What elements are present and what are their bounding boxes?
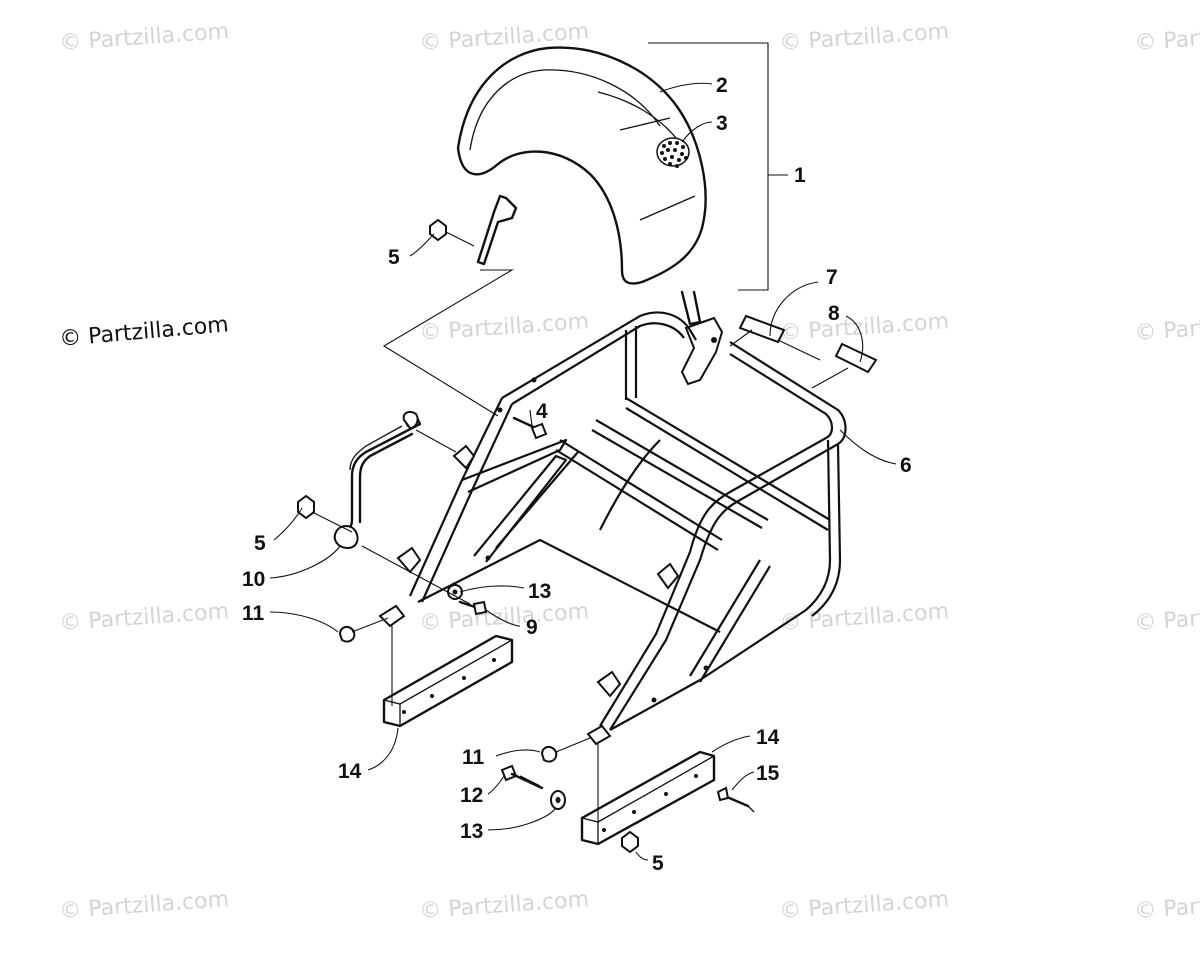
cap-screw-9 bbox=[458, 600, 488, 616]
leader-13b bbox=[487, 807, 557, 831]
lock-nut-top bbox=[429, 218, 475, 247]
leader-8 bbox=[845, 315, 864, 363]
watermark: © Partzilla.com bbox=[779, 599, 950, 636]
leader-5b bbox=[273, 507, 303, 541]
alignment-line-handle-top bbox=[415, 429, 457, 453]
watermark: © Partzilla.com bbox=[419, 887, 590, 924]
alignment-line-plug-left bbox=[351, 617, 389, 633]
watermark: © Partzilla.com bbox=[419, 309, 590, 346]
leader-5a bbox=[409, 233, 435, 257]
watermark: © Partzilla.com bbox=[1134, 19, 1200, 56]
watermark-prominent: © Partzilla.com bbox=[58, 312, 229, 352]
decal-strip-8 bbox=[834, 342, 878, 374]
callout-13-lower: 13 bbox=[460, 820, 483, 843]
grab-handle bbox=[333, 411, 422, 550]
cap-screw-4 bbox=[512, 416, 548, 440]
assembly-bracket bbox=[648, 42, 769, 291]
watermark: © Partzilla.com bbox=[1134, 599, 1200, 636]
callout-15: 15 bbox=[756, 762, 780, 785]
rack-frame bbox=[378, 311, 847, 746]
leader-14a bbox=[367, 727, 399, 771]
watermark: © Partzilla.com bbox=[1134, 309, 1200, 346]
callout-6: 6 bbox=[900, 454, 912, 477]
leader-13a bbox=[459, 585, 525, 593]
leader-9 bbox=[485, 609, 521, 627]
callouts: 1 2 3 4 5 5 5 6 7 8 9 10 11 11 12 13 13 … bbox=[242, 74, 912, 875]
lock-nut-bottom bbox=[621, 830, 639, 854]
leader-11b bbox=[495, 749, 541, 757]
washer-13-upper bbox=[447, 584, 463, 600]
alignment-line-plug-right bbox=[555, 737, 591, 753]
callout-3: 3 bbox=[716, 112, 728, 135]
alignment-line-decals bbox=[729, 329, 849, 389]
callout-4: 4 bbox=[536, 400, 548, 423]
watermark-layer: © Partzilla.com © Partzilla.com © Partzi… bbox=[58, 19, 1200, 924]
cap-plug-11-left bbox=[338, 626, 356, 643]
watermark: © Partzilla.com bbox=[59, 887, 230, 924]
decal-strip-7 bbox=[738, 314, 786, 344]
callout-1: 1 bbox=[794, 164, 806, 187]
callout-10: 10 bbox=[242, 568, 265, 591]
leader-7 bbox=[769, 281, 819, 337]
watermark: © Partzilla.com bbox=[779, 309, 950, 346]
leader-14b bbox=[711, 735, 751, 753]
leader-10 bbox=[269, 545, 341, 579]
leader-6 bbox=[839, 429, 897, 465]
leader-3 bbox=[681, 121, 713, 143]
callout-7: 7 bbox=[826, 266, 838, 289]
callout-8: 8 bbox=[828, 302, 840, 325]
watermark: © Partzilla.com bbox=[779, 887, 950, 924]
callout-9: 9 bbox=[526, 616, 538, 639]
reference-lines bbox=[382, 269, 515, 417]
callout-5-bottom: 5 bbox=[652, 852, 664, 875]
watermark: © Partzilla.com bbox=[59, 19, 230, 56]
leader-15 bbox=[731, 771, 755, 791]
alignment-line-handle bbox=[361, 545, 471, 605]
callout-12: 12 bbox=[460, 784, 483, 807]
callout-14-right: 14 bbox=[756, 726, 780, 749]
washer-13-lower bbox=[550, 790, 566, 810]
mounting-plate-right bbox=[580, 750, 716, 846]
leader-12 bbox=[487, 775, 505, 795]
lock-nut-handle bbox=[297, 494, 353, 533]
watermark: © Partzilla.com bbox=[1134, 887, 1200, 924]
callout-11-right: 11 bbox=[462, 746, 485, 769]
leader-2 bbox=[659, 82, 713, 93]
watermark: © Partzilla.com bbox=[59, 599, 230, 636]
cap-plug-11-right bbox=[540, 746, 558, 763]
backrest-pad bbox=[456, 46, 724, 386]
callout-13-upper: 13 bbox=[528, 580, 551, 603]
callout-5-handle: 5 bbox=[254, 532, 266, 555]
watermark: © Partzilla.com bbox=[779, 19, 950, 56]
cap-screw-12 bbox=[500, 764, 544, 790]
leader-5c bbox=[635, 851, 649, 861]
rivet-15 bbox=[716, 786, 755, 813]
mounting-plate-left bbox=[382, 634, 514, 728]
callout-5-top: 5 bbox=[388, 246, 400, 269]
watermark: © Partzilla.com bbox=[419, 599, 590, 636]
leader-11a bbox=[269, 611, 339, 633]
watermark: © Partzilla.com bbox=[419, 19, 590, 56]
leader-4 bbox=[529, 409, 533, 427]
callout-11-left: 11 bbox=[242, 602, 265, 625]
callout-14-left: 14 bbox=[338, 760, 362, 783]
decal-patch bbox=[656, 137, 690, 168]
callout-2: 2 bbox=[716, 74, 728, 97]
